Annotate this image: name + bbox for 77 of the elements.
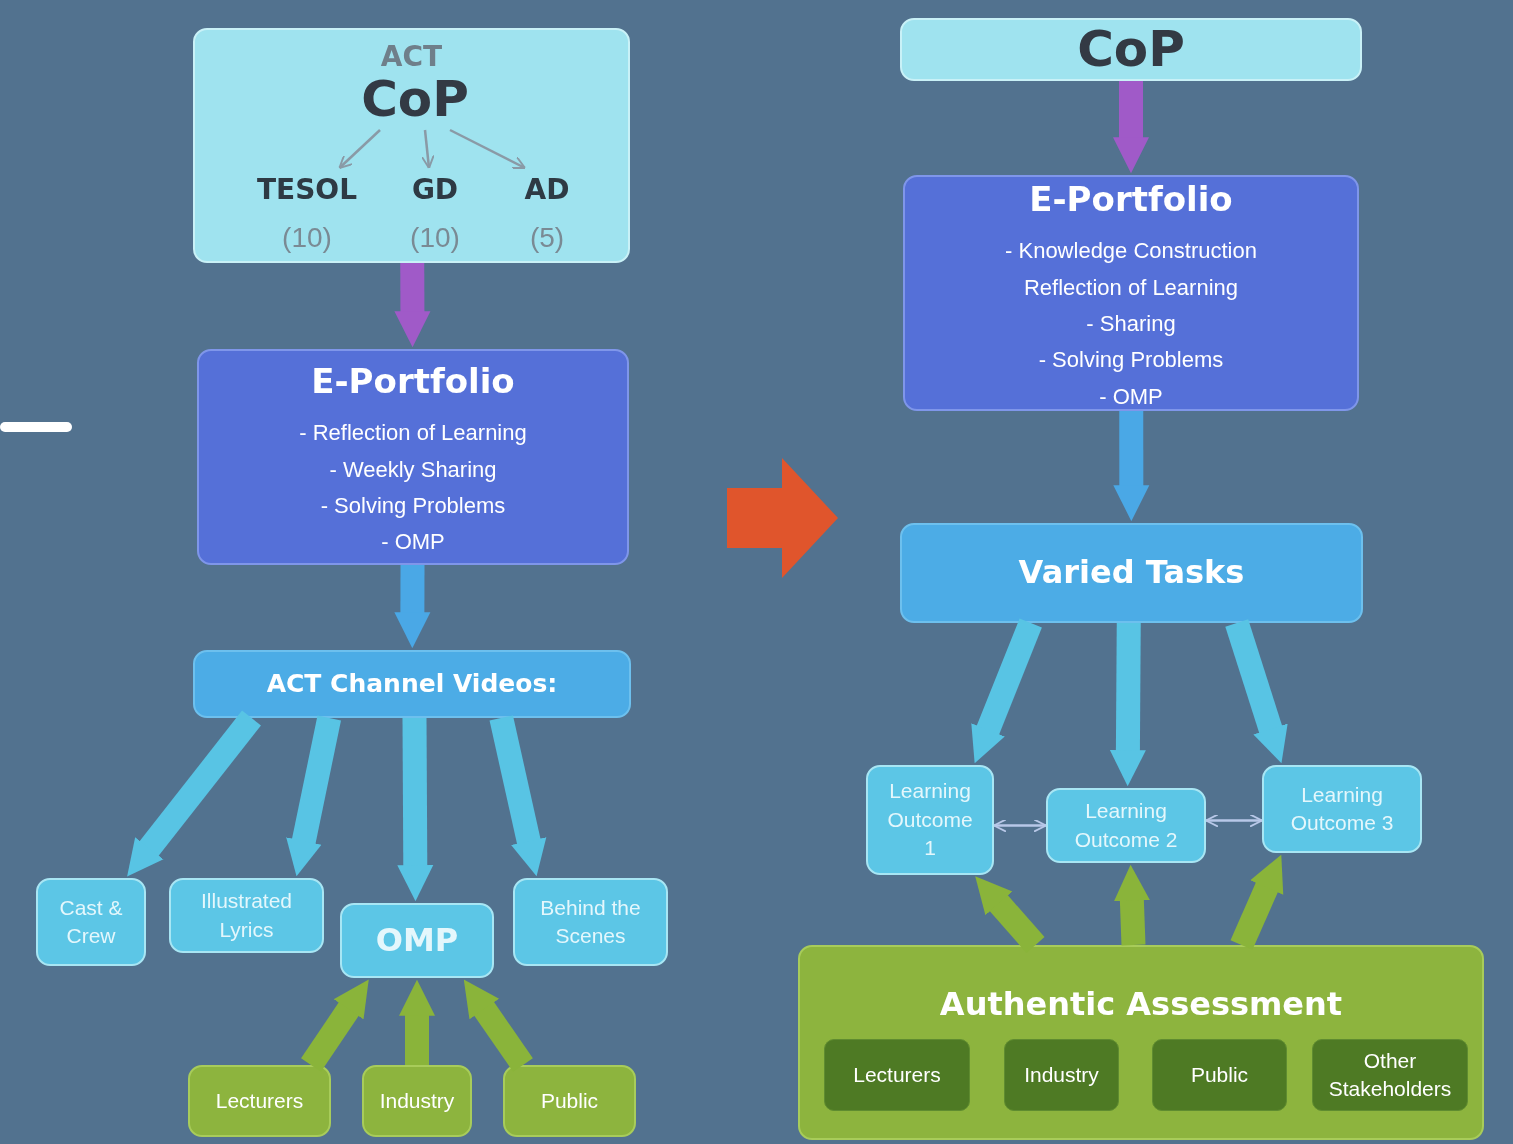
outcome-box xyxy=(513,878,668,966)
node-text: Lecturers xyxy=(215,1087,304,1114)
node-text: Other Stakeholders xyxy=(1327,1047,1453,1102)
block-arrow xyxy=(394,262,431,348)
node-text: - OMP xyxy=(1099,382,1163,411)
node-text: Behind the Scenes xyxy=(539,894,642,949)
block-arrow xyxy=(1230,854,1284,950)
stakeholder-box xyxy=(1004,1039,1119,1111)
stakeholder-box xyxy=(824,1039,970,1111)
node-text: Authentic Assessment xyxy=(939,984,1343,1025)
outcome-box xyxy=(340,903,494,978)
node-text: - Weekly Sharing xyxy=(329,455,497,484)
block-arrow xyxy=(1109,622,1146,787)
process-box xyxy=(197,349,629,565)
node-text: Learning Outcome 1 xyxy=(886,778,974,862)
arrow xyxy=(1205,813,1263,828)
info-box xyxy=(900,18,1362,81)
block-arrow xyxy=(394,564,431,649)
node-text: - OMP xyxy=(381,528,445,557)
stakeholder-box xyxy=(1312,1039,1468,1111)
node-heading: GD xyxy=(411,172,459,209)
node-text: Public xyxy=(1190,1061,1249,1088)
info-box xyxy=(193,28,630,263)
stakeholder-box xyxy=(798,945,1484,1140)
arrow xyxy=(338,129,381,169)
node-text: (5) xyxy=(529,221,565,255)
node-text: Cast & Crew xyxy=(58,894,124,949)
process-box xyxy=(193,650,631,718)
outcome-box xyxy=(1046,788,1206,863)
node-text: (10) xyxy=(410,221,460,255)
block-arrow xyxy=(971,618,1042,764)
node-text: - Sharing xyxy=(1086,309,1176,338)
node-text: CoP xyxy=(1077,18,1185,80)
stakeholder-box xyxy=(188,1065,331,1137)
node-text: (10) xyxy=(282,221,332,255)
node-text: - Reflection of Learning xyxy=(299,419,527,448)
node-text: Varied Tasks xyxy=(1018,552,1245,594)
arrow xyxy=(449,128,526,170)
arrow xyxy=(420,129,435,169)
node-heading: AD xyxy=(524,172,570,209)
node-text: OMP xyxy=(375,919,459,961)
stakeholder-box xyxy=(503,1065,636,1137)
block-arrow xyxy=(489,715,547,877)
node-text: Lecturers xyxy=(853,1061,941,1088)
block-arrow xyxy=(1113,81,1149,174)
node-text: - Solving Problems xyxy=(1038,346,1224,375)
block-arrow xyxy=(399,979,435,1065)
node-text: ACT Channel Videos: xyxy=(266,668,558,701)
outcome-box xyxy=(1262,765,1422,853)
process-box xyxy=(903,175,1359,411)
block-arrow xyxy=(1113,864,1150,946)
block-arrow xyxy=(1113,411,1150,522)
node-text: - Knowledge Construction xyxy=(1005,237,1257,266)
node-text: Public xyxy=(540,1087,599,1114)
node-text: Industry xyxy=(379,1087,455,1114)
node-heading: TESOL xyxy=(256,172,357,209)
node-text: Industry xyxy=(1024,1061,1099,1088)
node-text: Learning Outcome 3 xyxy=(1289,781,1395,836)
block-arrow xyxy=(286,715,341,877)
stakeholder-box xyxy=(1152,1039,1287,1111)
block-arrow xyxy=(397,717,434,902)
node-heading: E-Portfolio xyxy=(1029,178,1233,222)
node-text: Reflection of Learning xyxy=(1024,273,1238,302)
block-arrow xyxy=(463,979,533,1072)
outcome-box xyxy=(866,765,994,875)
block-arrow xyxy=(301,979,369,1072)
node-text: Illustrated Lyrics xyxy=(199,888,293,943)
outcome-box xyxy=(36,878,146,966)
block-arrow xyxy=(127,710,261,877)
process-box xyxy=(900,523,1363,623)
outcome-box xyxy=(169,878,324,953)
node-text: Learning Outcome 2 xyxy=(1073,798,1179,853)
node-text: - Solving Problems xyxy=(320,492,506,521)
arrow xyxy=(993,818,1047,833)
stakeholder-box xyxy=(362,1065,472,1137)
block-arrow xyxy=(1225,619,1288,764)
node-heading: E-Portfolio xyxy=(311,360,515,404)
